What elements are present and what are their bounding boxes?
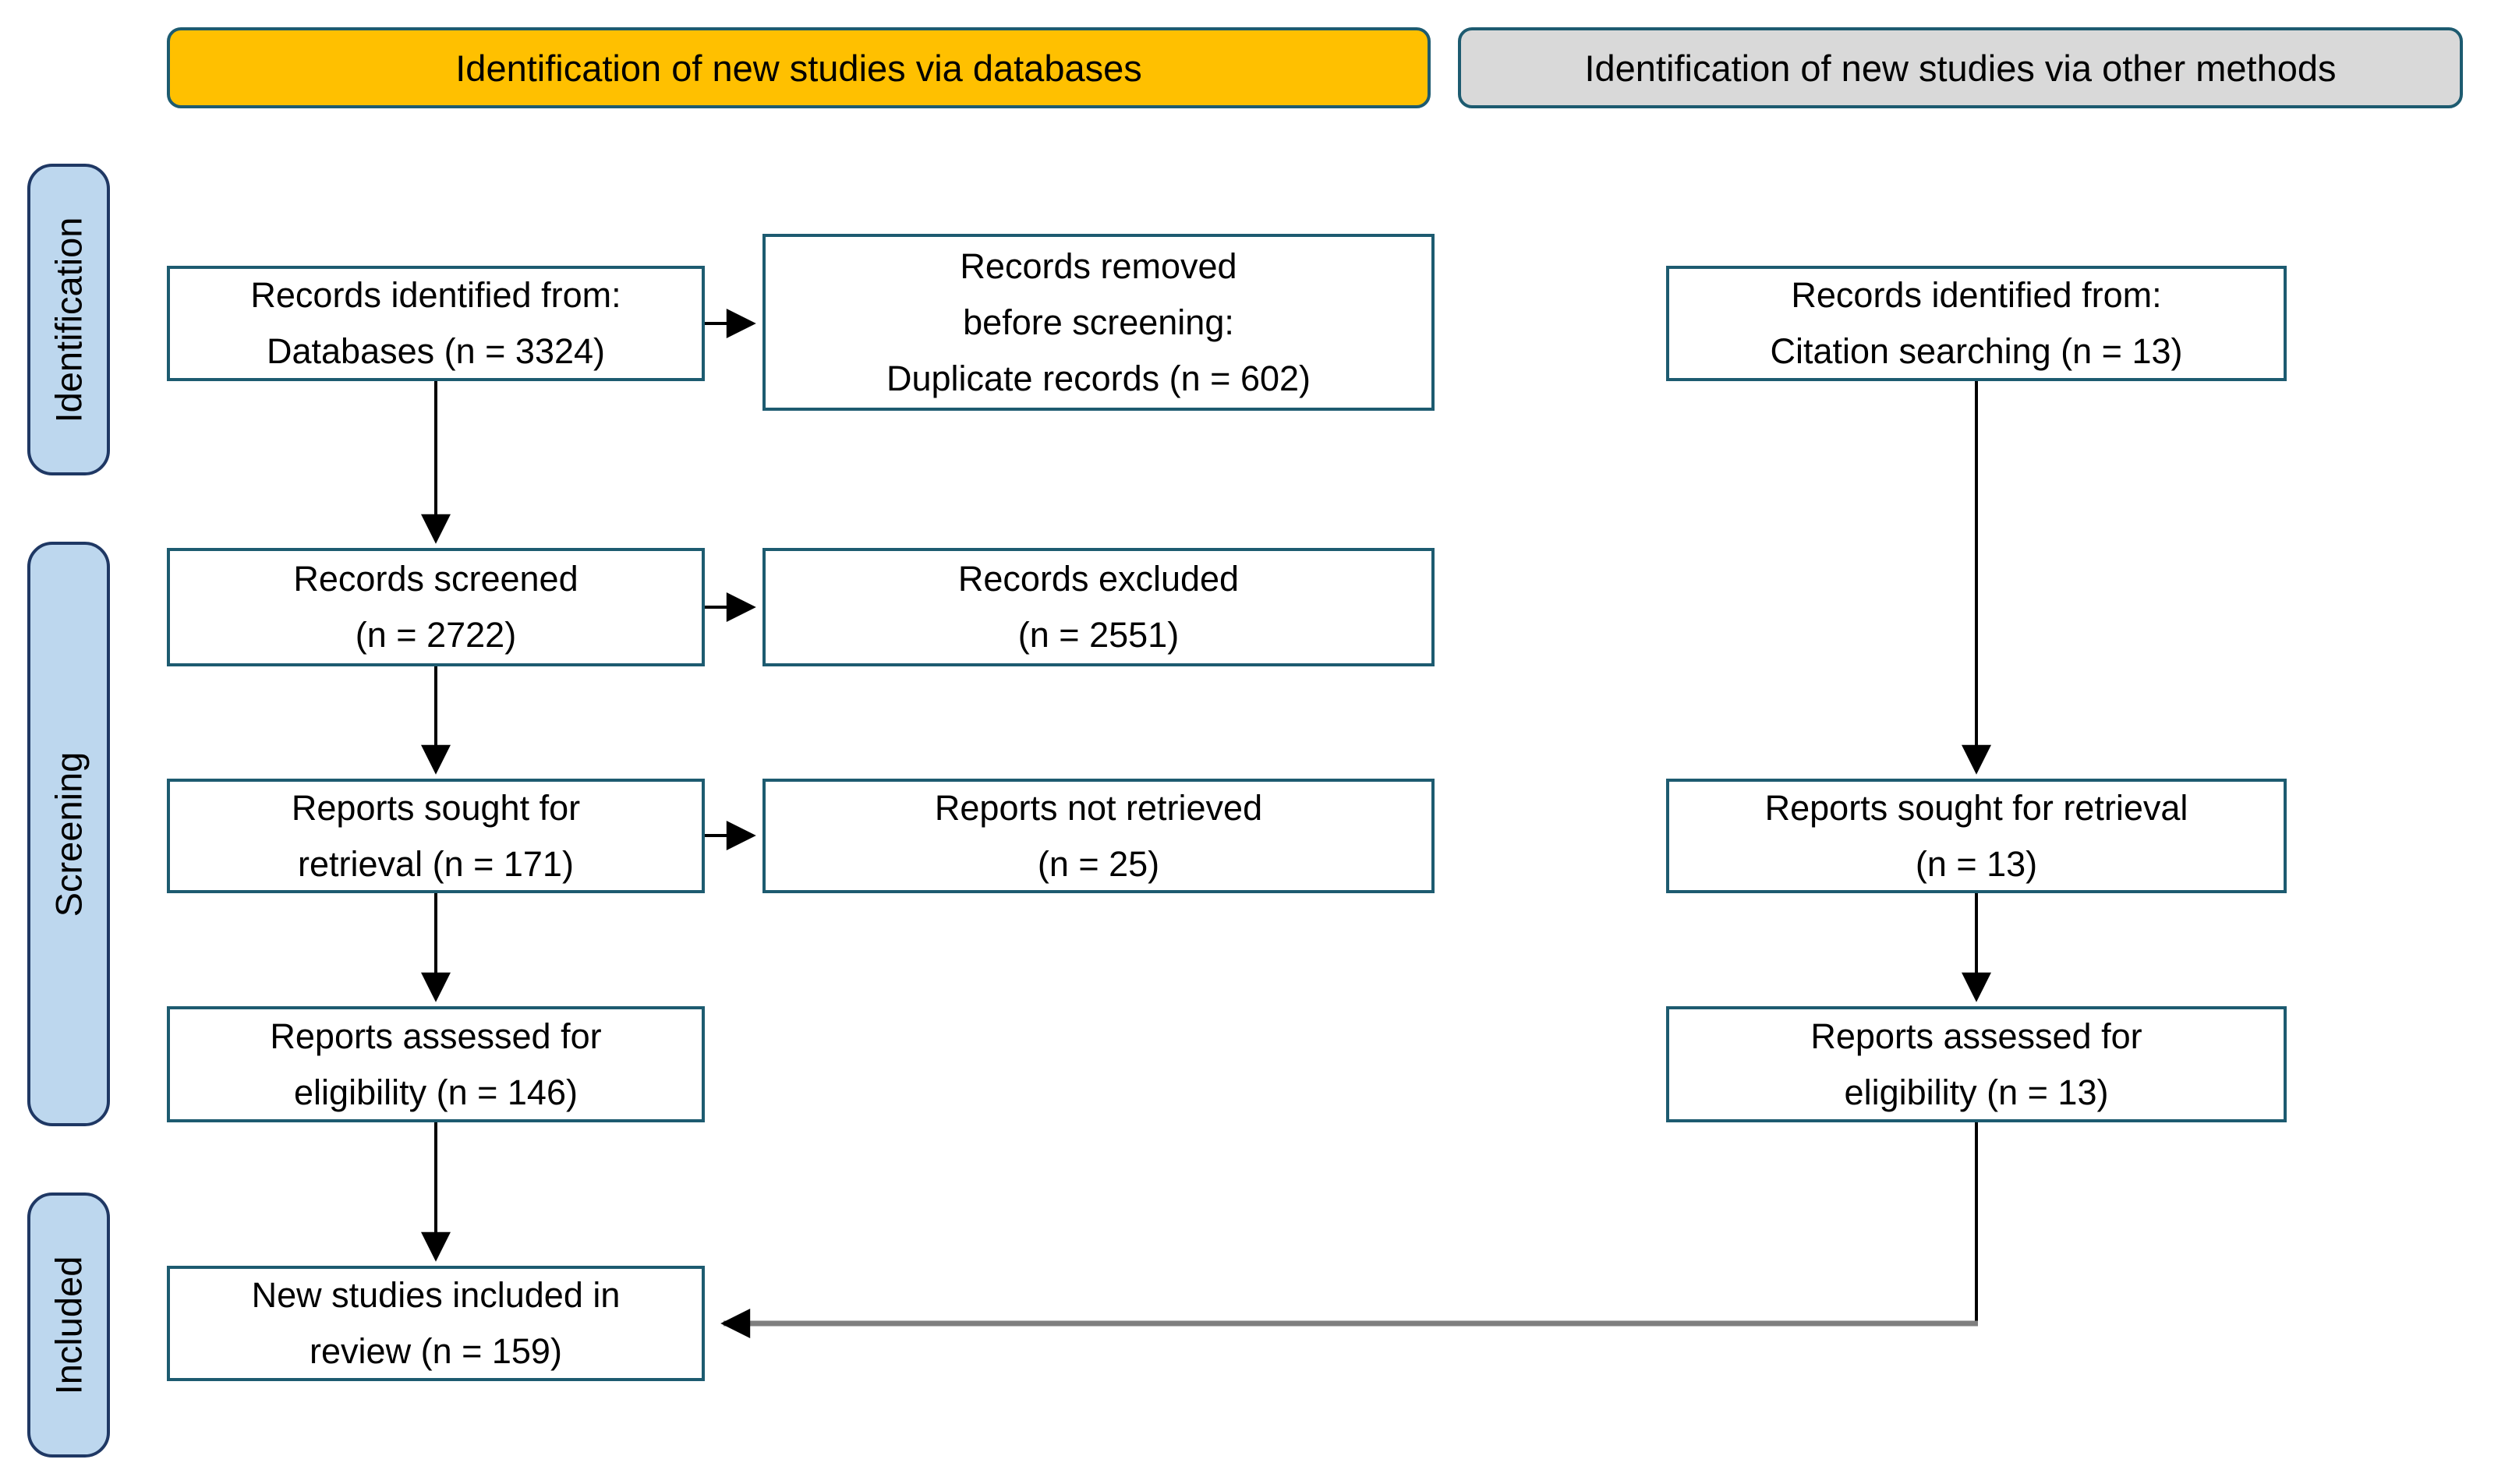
- stage-label-included-text: Included: [48, 1256, 90, 1394]
- stage-label-screening: Screening: [27, 542, 110, 1126]
- box-line: Records excluded: [957, 559, 1240, 599]
- box-line: Records identified from:: [250, 275, 621, 315]
- box-records-screened: Records screened (n = 2722): [167, 548, 705, 666]
- box-line: (n = 25): [1037, 843, 1160, 884]
- box-line: Records screened: [293, 559, 578, 599]
- box-line: retrieval (n = 171): [298, 843, 574, 884]
- stage-label-screening-text: Screening: [48, 751, 90, 917]
- stage-label-identification-text: Identification: [48, 217, 90, 422]
- box-line: (n = 2722): [355, 615, 517, 655]
- box-records-identified-databases: Records identified from: Databases (n = …: [167, 266, 705, 381]
- header-other-methods-label: Identification of new studies via other …: [1584, 47, 2337, 89]
- box-line: New studies included in: [251, 1275, 621, 1315]
- box-line: Citation searching (n = 13): [1770, 331, 2183, 371]
- box-line: review (n = 159): [310, 1331, 562, 1371]
- box-line: (n = 13): [1915, 843, 2038, 884]
- box-line: Records identified from:: [1791, 275, 2162, 315]
- box-line: Records removed: [960, 246, 1237, 286]
- box-line: eligibility (n = 146): [294, 1072, 578, 1112]
- box-reports-sought-retrieval: Reports sought for retrieval (n = 171): [167, 779, 705, 893]
- box-records-removed-before-screening: Records removed before screening: Duplic…: [762, 234, 1435, 411]
- header-other-methods: Identification of new studies via other …: [1458, 27, 2463, 108]
- box-records-excluded: Records excluded (n = 2551): [762, 548, 1435, 666]
- header-databases-label: Identification of new studies via databa…: [455, 47, 1142, 89]
- box-line: (n = 2551): [1017, 615, 1180, 655]
- stage-label-identification: Identification: [27, 164, 110, 475]
- box-line: Reports assessed for: [270, 1016, 602, 1056]
- box-line: Reports assessed for: [1810, 1016, 2142, 1056]
- box-reports-assessed-eligibility: Reports assessed for eligibility (n = 14…: [167, 1006, 705, 1122]
- box-line: eligibility (n = 13): [1844, 1072, 2109, 1112]
- box-line: before screening:: [963, 302, 1234, 342]
- box-new-studies-included: New studies included in review (n = 159): [167, 1266, 705, 1381]
- box-citation-reports-assessed: Reports assessed for eligibility (n = 13…: [1666, 1006, 2287, 1122]
- box-citation-reports-sought: Reports sought for retrieval (n = 13): [1666, 779, 2287, 893]
- box-line: Reports sought for: [291, 787, 581, 828]
- header-databases: Identification of new studies via databa…: [167, 27, 1431, 108]
- box-line: Databases (n = 3324): [266, 331, 606, 371]
- stage-label-included: Included: [27, 1192, 110, 1458]
- box-line: Reports not retrieved: [934, 787, 1263, 828]
- box-line: Duplicate records (n = 602): [886, 358, 1311, 398]
- box-reports-not-retrieved: Reports not retrieved (n = 25): [762, 779, 1435, 893]
- box-line: Reports sought for retrieval: [1764, 787, 2188, 828]
- box-records-identified-citation: Records identified from: Citation search…: [1666, 266, 2287, 381]
